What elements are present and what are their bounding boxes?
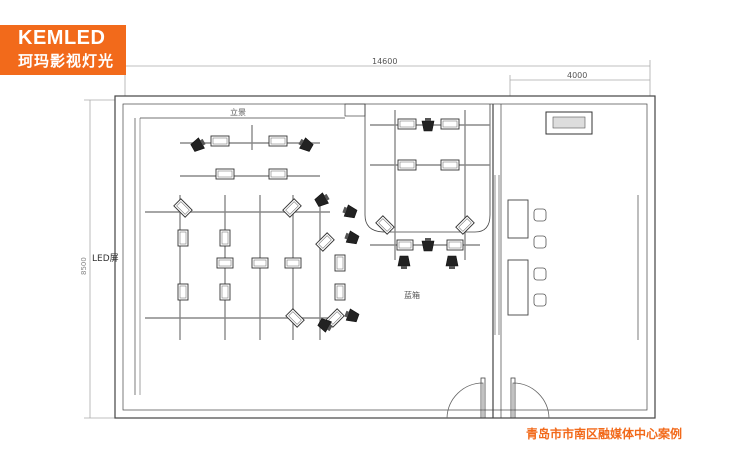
softbox-light-icon xyxy=(282,198,302,218)
softbox-light-icon xyxy=(177,229,189,247)
blue-box-label: 蓝箱 xyxy=(404,291,420,300)
spotlight-icon xyxy=(344,230,360,245)
softbox-light-icon xyxy=(315,232,335,252)
dimension-side-width: 4000 xyxy=(567,71,588,80)
softbox-light-icon xyxy=(396,239,414,251)
brand-subtitle: 珂玛影视灯光 xyxy=(18,52,115,70)
chair-icon xyxy=(533,235,547,249)
softbox-light-icon xyxy=(440,159,460,171)
softbox-light-icon xyxy=(440,118,460,130)
softbox-light-icon xyxy=(219,229,231,247)
lighting-fixtures xyxy=(173,118,475,333)
softbox-light-icon xyxy=(334,283,346,301)
spotlight-icon xyxy=(190,137,206,152)
softbox-light-icon xyxy=(177,283,189,301)
softbox-light-icon xyxy=(268,168,288,180)
chair-icon xyxy=(533,267,547,281)
softbox-light-icon xyxy=(446,239,464,251)
stand-label: 立景 xyxy=(230,108,246,117)
softbox-light-icon xyxy=(251,257,269,269)
dimension-main-width: 14600 xyxy=(372,57,398,66)
monitor-icon xyxy=(545,111,593,135)
spotlight-icon xyxy=(314,192,330,207)
spotlight-icon xyxy=(342,204,358,219)
project-caption: 青岛市市南区融媒体中心案例 xyxy=(526,427,683,441)
spotlight-icon xyxy=(298,137,314,152)
console-desk xyxy=(507,259,529,316)
brand-logo: KEMLED 珂玛影视灯光 xyxy=(0,25,126,75)
spotlight-icon xyxy=(421,118,435,132)
spotlight-icon xyxy=(421,238,435,252)
brand-name: KEMLED xyxy=(18,27,106,49)
softbox-light-icon xyxy=(215,168,235,180)
softbox-light-icon xyxy=(219,283,231,301)
softbox-light-icon xyxy=(397,159,417,171)
softbox-light-icon xyxy=(173,198,193,218)
softbox-light-icon xyxy=(334,254,346,272)
softbox-light-icon xyxy=(284,257,302,269)
softbox-light-icon xyxy=(268,135,288,147)
spotlight-icon xyxy=(344,308,360,323)
chair-icon xyxy=(533,208,547,222)
console-desk xyxy=(507,199,529,239)
led-screen-label: LED屏 xyxy=(92,254,119,264)
spotlight-icon xyxy=(397,255,411,269)
softbox-light-icon xyxy=(455,215,475,235)
spotlight-icon xyxy=(317,318,333,333)
softbox-light-icon xyxy=(210,135,230,147)
chair-icon xyxy=(533,293,547,307)
dimension-height: 8500 xyxy=(80,257,88,275)
softbox-light-icon xyxy=(397,118,417,130)
softbox-light-icon xyxy=(285,308,305,328)
softbox-light-icon xyxy=(375,215,395,235)
softbox-light-icon xyxy=(216,257,234,269)
spotlight-icon xyxy=(445,255,459,269)
